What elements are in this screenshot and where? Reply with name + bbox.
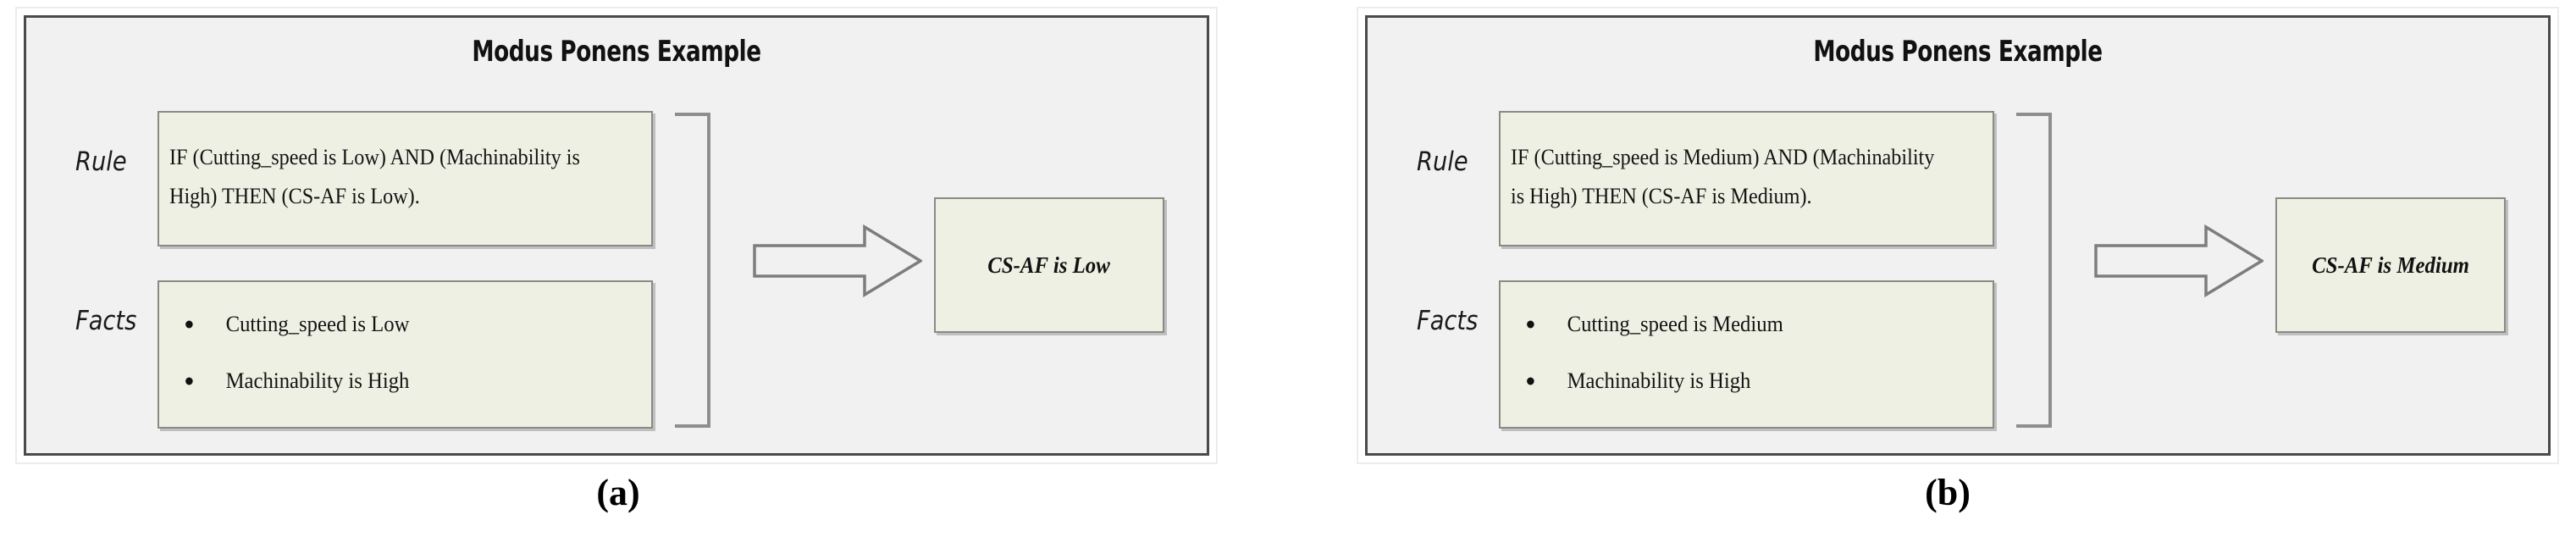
- panel-b-caption: (b): [1925, 472, 1971, 513]
- panel-a-rule-label: Rule: [75, 147, 127, 177]
- panel-a-facts-label: Facts: [75, 306, 137, 336]
- panel-b-facts-box: Cutting_speed is Medium Machinability is…: [1499, 280, 1994, 429]
- panel-a-facts-list: Cutting_speed is Low Machinability is Hi…: [171, 311, 422, 424]
- panel-a-fact-1: Cutting_speed is Low: [225, 312, 410, 336]
- panel-b-title: Modus Ponens Example: [1813, 35, 2103, 69]
- list-item: Machinability is High: [171, 368, 409, 394]
- panel-b: Modus Ponens Example Rule IF (Cutting_sp…: [1365, 15, 2551, 456]
- panel-b-rule-box: IF (Cutting_speed is Medium) AND (Machin…: [1499, 111, 1994, 246]
- bullet-dot-icon: [1527, 320, 1534, 329]
- panel-a-fact-2: Machinability is High: [225, 368, 410, 394]
- bullet-dot-icon: [185, 377, 193, 385]
- closing-bracket-icon: [2016, 113, 2052, 428]
- panel-b-conclusion-box: CS-AF is Medium: [2275, 197, 2506, 333]
- right-block-arrow-icon: [753, 224, 922, 298]
- panel-b-rule-text: IF (Cutting_speed is Medium) AND (Machin…: [1511, 145, 1935, 208]
- panel-a: Modus Ponens Example Rule IF (Cutting_sp…: [24, 15, 1209, 456]
- panel-b-fact-2: Machinability is High: [1567, 368, 1751, 394]
- panel-b-facts-label: Facts: [1417, 306, 1479, 336]
- panel-a-rule-box: IF (Cutting_speed is Low) AND (Machinabi…: [158, 111, 653, 246]
- list-item: Machinability is High: [1512, 368, 1783, 394]
- bullet-dot-icon: [1527, 377, 1534, 385]
- panel-a-frame: Modus Ponens Example Rule IF (Cutting_sp…: [15, 7, 1218, 464]
- panel-a-conclusion-text: CS-AF is Low: [987, 252, 1111, 278]
- right-block-arrow-icon: [2094, 224, 2264, 298]
- panel-b-rule-label: Rule: [1417, 147, 1468, 177]
- panel-a-conclusion-box: CS-AF is Low: [934, 197, 1164, 333]
- panel-b-facts-list: Cutting_speed is Medium Machinability is…: [1512, 311, 1798, 424]
- panel-a-title: Modus Ponens Example: [472, 35, 761, 69]
- bullet-dot-icon: [185, 320, 193, 329]
- panel-b-frame: Modus Ponens Example Rule IF (Cutting_sp…: [1357, 7, 2559, 464]
- panel-a-facts-box: Cutting_speed is Low Machinability is Hi…: [158, 280, 653, 429]
- closing-bracket-icon: [675, 113, 710, 428]
- panel-a-rule-text: IF (Cutting_speed is Low) AND (Machinabi…: [169, 145, 580, 208]
- panel-b-fact-1: Cutting_speed is Medium: [1567, 312, 1783, 336]
- list-item: Cutting_speed is Low: [171, 311, 409, 337]
- list-item: Cutting_speed is Medium: [1512, 311, 1783, 337]
- panel-b-conclusion-text: CS-AF is Medium: [2312, 252, 2469, 278]
- panel-a-caption: (a): [596, 472, 640, 513]
